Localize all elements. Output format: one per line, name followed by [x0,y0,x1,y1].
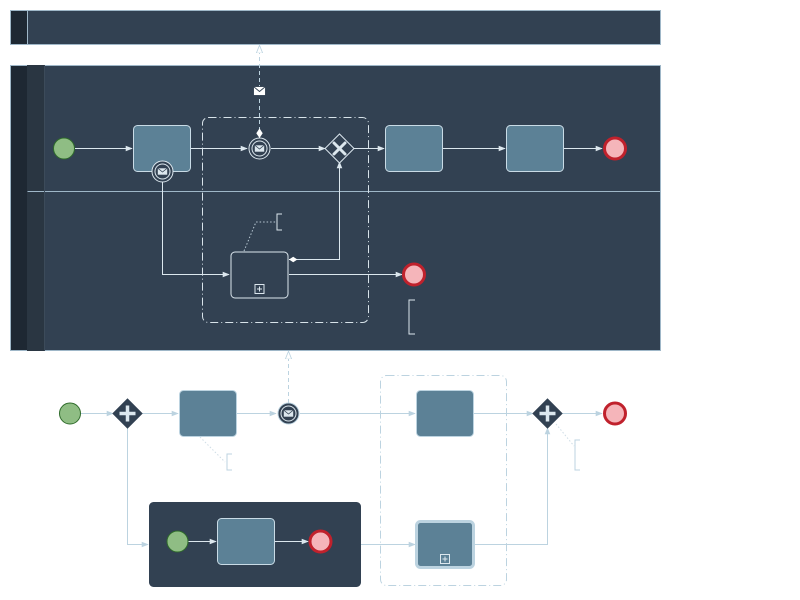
collapsed-subprocess-marker-icon [440,554,450,564]
envelope-icon [157,167,168,176]
sequence-flow[interactable] [162,182,230,278]
main-pool[interactable] [10,65,661,351]
collapsed-subprocess-marker-icon [254,284,265,294]
parallel-gateway[interactable] [112,398,143,429]
collapsed-subprocess[interactable] [415,520,475,569]
main-pool-flows [75,145,603,278]
plus-marker-icon [539,405,556,422]
end-event[interactable] [603,136,627,161]
plus-marker-icon [119,405,136,422]
text-annotation[interactable] [574,439,580,471]
start-event[interactable] [59,402,81,425]
group-box-lower[interactable] [380,375,507,586]
text-annotation[interactable] [408,299,415,335]
task[interactable] [385,125,443,172]
parallel-gateway[interactable] [532,398,563,429]
lower-flows [81,410,603,548]
boundary-message-event[interactable] [151,160,174,183]
envelope-icon [253,86,266,96]
envelope-icon [254,144,265,153]
exclusive-gateway[interactable] [324,133,355,164]
group-box-main[interactable] [202,117,369,323]
start-event[interactable] [166,530,189,553]
end-event[interactable] [603,401,627,426]
start-event[interactable] [53,137,75,160]
envelope-icon [283,409,294,418]
text-annotation[interactable] [276,213,282,231]
collapsed-pool-header [10,10,28,45]
main-pool-header [10,65,28,351]
collapsed-pool[interactable] [10,10,661,45]
x-marker-icon [332,141,347,156]
association-line[interactable] [555,423,575,447]
sequence-flow[interactable] [474,427,551,545]
sequence-flow[interactable] [127,428,149,548]
lane-1-header [27,65,45,192]
conditional-flow[interactable] [289,161,343,263]
task[interactable] [179,390,237,437]
association-line[interactable] [199,436,226,463]
collapsed-pool-body [10,10,661,45]
intermediate-message-event[interactable] [248,137,271,160]
collapsed-subprocess[interactable] [230,251,289,299]
lane-2-header [27,191,45,351]
task[interactable] [416,390,474,437]
intermediate-message-event[interactable] [277,402,300,425]
text-annotation[interactable] [226,453,232,471]
end-event[interactable] [308,529,333,554]
main-pool-body [10,65,661,351]
task[interactable] [506,125,564,172]
task[interactable] [217,518,275,565]
end-event[interactable] [402,262,426,287]
message-flow-envelope [253,86,266,96]
